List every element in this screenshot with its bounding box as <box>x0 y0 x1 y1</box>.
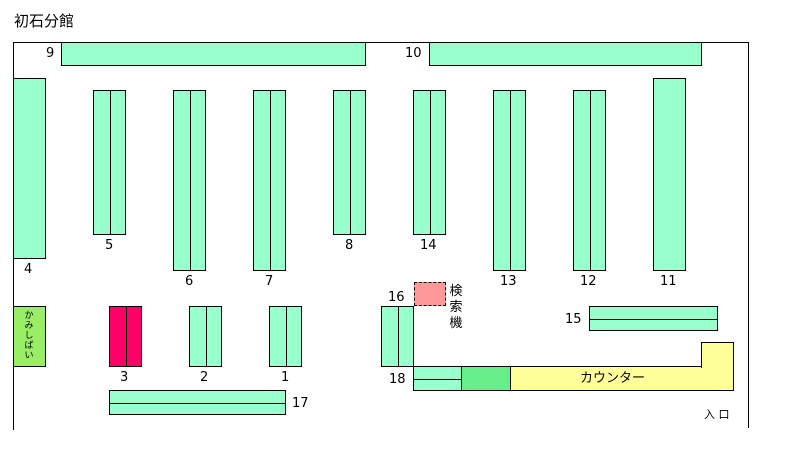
shelf-13[interactable] <box>493 90 526 271</box>
counter-return <box>701 342 734 368</box>
shelf-5-label: 5 <box>105 238 114 253</box>
shelf-8-label: 8 <box>345 238 354 253</box>
shelf-16-label: 16 <box>388 290 405 305</box>
shelf-1-label: 1 <box>281 370 290 385</box>
shelf-9[interactable] <box>61 42 366 66</box>
wall-top <box>13 42 749 43</box>
shelf-17-label: 17 <box>292 396 309 411</box>
shelf-10[interactable] <box>429 42 702 66</box>
kamishibai-shelf[interactable] <box>13 306 46 367</box>
shelf-16[interactable] <box>381 306 414 367</box>
shelf-18[interactable] <box>413 366 462 391</box>
shelf-4[interactable] <box>13 78 46 259</box>
search-terminal-label: 検索機 <box>449 284 463 331</box>
shelf-15[interactable] <box>589 306 718 331</box>
shelf-14[interactable] <box>413 90 446 235</box>
counter[interactable] <box>510 366 734 391</box>
shelf-13-label: 13 <box>500 274 517 289</box>
entrance-label: 入 口 <box>704 408 730 421</box>
shelf-8[interactable] <box>333 90 366 235</box>
shelf-6-label: 6 <box>185 274 194 289</box>
shelf-3[interactable] <box>109 306 142 367</box>
shelf-18-label: 18 <box>389 372 406 387</box>
shelf-4-label: 4 <box>24 262 33 277</box>
shelf-3-label: 3 <box>120 370 129 385</box>
page-title: 初石分館 <box>14 12 75 30</box>
shelf-10-label: 10 <box>405 46 422 61</box>
shelf-2-label: 2 <box>200 370 209 385</box>
kamishibai-label: かみしばい <box>24 311 34 361</box>
shelf-1[interactable] <box>269 306 302 367</box>
shelf-7[interactable] <box>253 90 286 271</box>
wall-right <box>748 42 749 428</box>
counter-side-section <box>461 366 511 391</box>
shelf-15-label: 15 <box>565 312 582 327</box>
search-terminal[interactable] <box>414 282 446 306</box>
shelf-17[interactable] <box>109 390 286 415</box>
shelf-11-label: 11 <box>660 274 677 289</box>
shelf-2[interactable] <box>189 306 222 367</box>
shelf-9-label: 9 <box>46 46 55 61</box>
shelf-14-label: 14 <box>420 238 437 253</box>
shelf-12[interactable] <box>573 90 606 271</box>
shelf-6[interactable] <box>173 90 206 271</box>
shelf-12-label: 12 <box>580 274 597 289</box>
counter-label: カウンター <box>580 371 646 386</box>
shelf-11[interactable] <box>653 78 686 271</box>
shelf-5[interactable] <box>93 90 126 235</box>
shelf-7-label: 7 <box>265 274 274 289</box>
